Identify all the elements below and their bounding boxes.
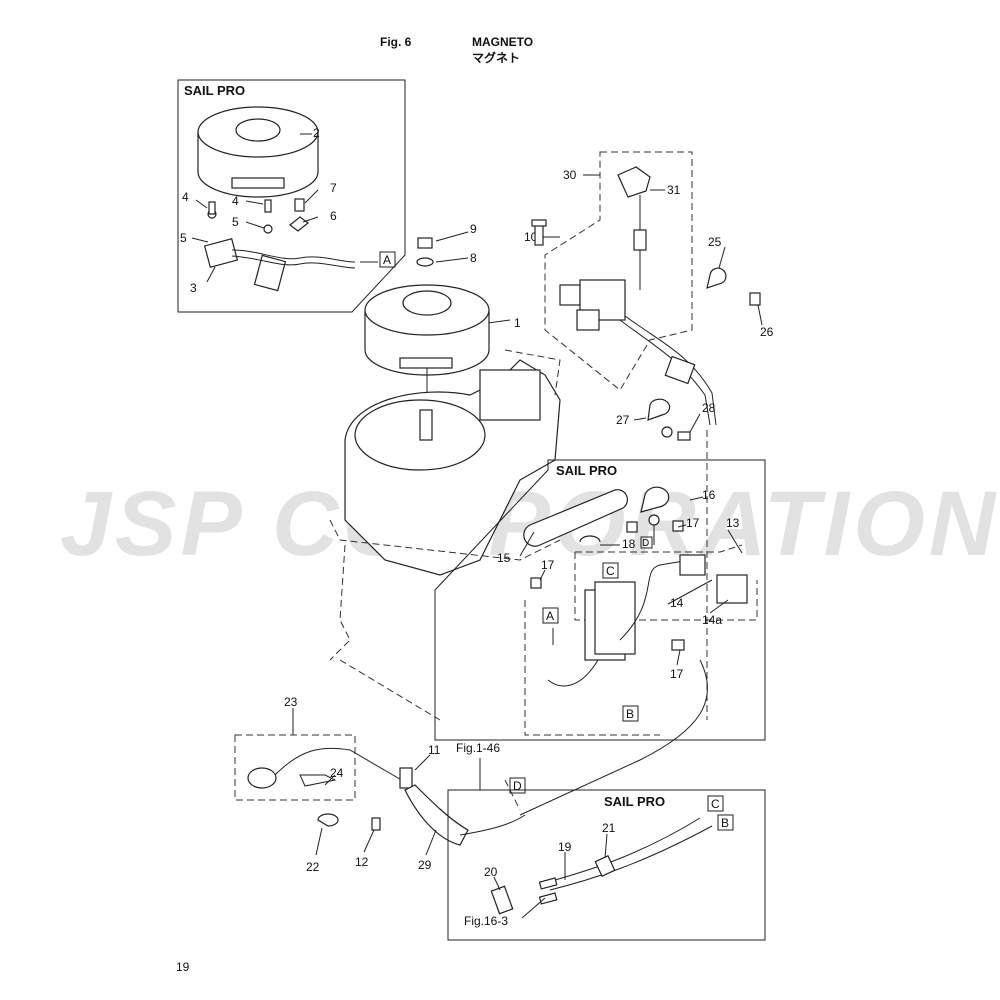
figure-title: MAGNETO	[472, 35, 533, 49]
reference-B: B	[721, 816, 729, 830]
callout-17: 17	[541, 558, 555, 572]
callout-12: 12	[355, 855, 369, 869]
flywheel-sail-pro	[197, 106, 319, 198]
figure-title-jp: マグネト	[472, 50, 520, 65]
callout-7: 7	[330, 181, 337, 195]
callout-17: 17	[670, 667, 684, 681]
regulator-bracket	[523, 486, 684, 589]
callout-4: 4	[182, 190, 189, 204]
callout-11: 11	[428, 743, 441, 757]
flywheel	[364, 284, 490, 376]
sail-pro-box-3	[447, 789, 766, 941]
figure-number: Fig. 6	[380, 35, 412, 49]
callout-3: 3	[190, 281, 197, 295]
figure-reference-16-3: Fig.16-3	[464, 914, 508, 928]
callout-28: 28	[702, 401, 716, 415]
callout-5: 5	[180, 231, 187, 245]
sail-pro-label: SAIL PRO	[556, 463, 617, 478]
reference-A: A	[383, 253, 391, 267]
callout-14a: 14a	[702, 613, 722, 627]
callout-9: 9	[470, 222, 477, 236]
reference-D: D	[642, 538, 649, 549]
callout-6: 6	[330, 209, 337, 223]
reference-B: B	[626, 707, 634, 721]
reference-C: C	[606, 564, 615, 578]
callout-18: 18	[622, 537, 636, 551]
callout-29: 29	[418, 858, 432, 872]
reference-A: A	[546, 609, 554, 623]
callout-5: 5	[232, 215, 239, 229]
sail-pro-box-2	[434, 459, 766, 741]
figure-reference-1-46: Fig.1-46	[456, 741, 500, 755]
sail-pro-box-1	[177, 79, 406, 313]
callout-14: 14	[670, 596, 684, 610]
callout-4: 4	[232, 194, 239, 208]
page-number: 19	[176, 960, 190, 974]
callout-21: 21	[602, 821, 616, 835]
callout-13: 13	[726, 516, 740, 530]
callout-1: 1	[514, 316, 521, 330]
callout-8: 8	[470, 251, 477, 265]
watermark: JSP CORPORATION	[60, 473, 999, 575]
callout-24: 24	[330, 766, 344, 780]
callout-25: 25	[708, 235, 722, 249]
coil-parts	[203, 198, 356, 292]
sail-pro-label: SAIL PRO	[184, 83, 245, 98]
callout-10: 10	[524, 230, 538, 244]
callout-20: 20	[484, 865, 498, 879]
callout-31: 31	[667, 183, 681, 197]
callout-30: 30	[563, 168, 577, 182]
callout-15: 15	[497, 551, 511, 565]
callout-16: 16	[702, 488, 716, 502]
callout-17: 17	[686, 516, 700, 530]
callout-26: 26	[760, 325, 774, 339]
callout-22: 22	[306, 860, 320, 874]
sail-pro-label: SAIL PRO	[604, 794, 665, 809]
ignition-coil	[531, 166, 761, 441]
callout-27: 27	[616, 413, 630, 427]
engine-crankcase	[329, 349, 561, 661]
rectifier-regulator	[547, 554, 748, 687]
reference-C: C	[711, 797, 720, 811]
callout-19: 19	[558, 840, 572, 854]
stop-switch-and-harness	[247, 659, 708, 846]
callout-23: 23	[284, 695, 298, 709]
sail-pro-harness	[490, 817, 713, 915]
callout-2: 2	[313, 126, 320, 140]
reference-D: D	[513, 779, 522, 793]
